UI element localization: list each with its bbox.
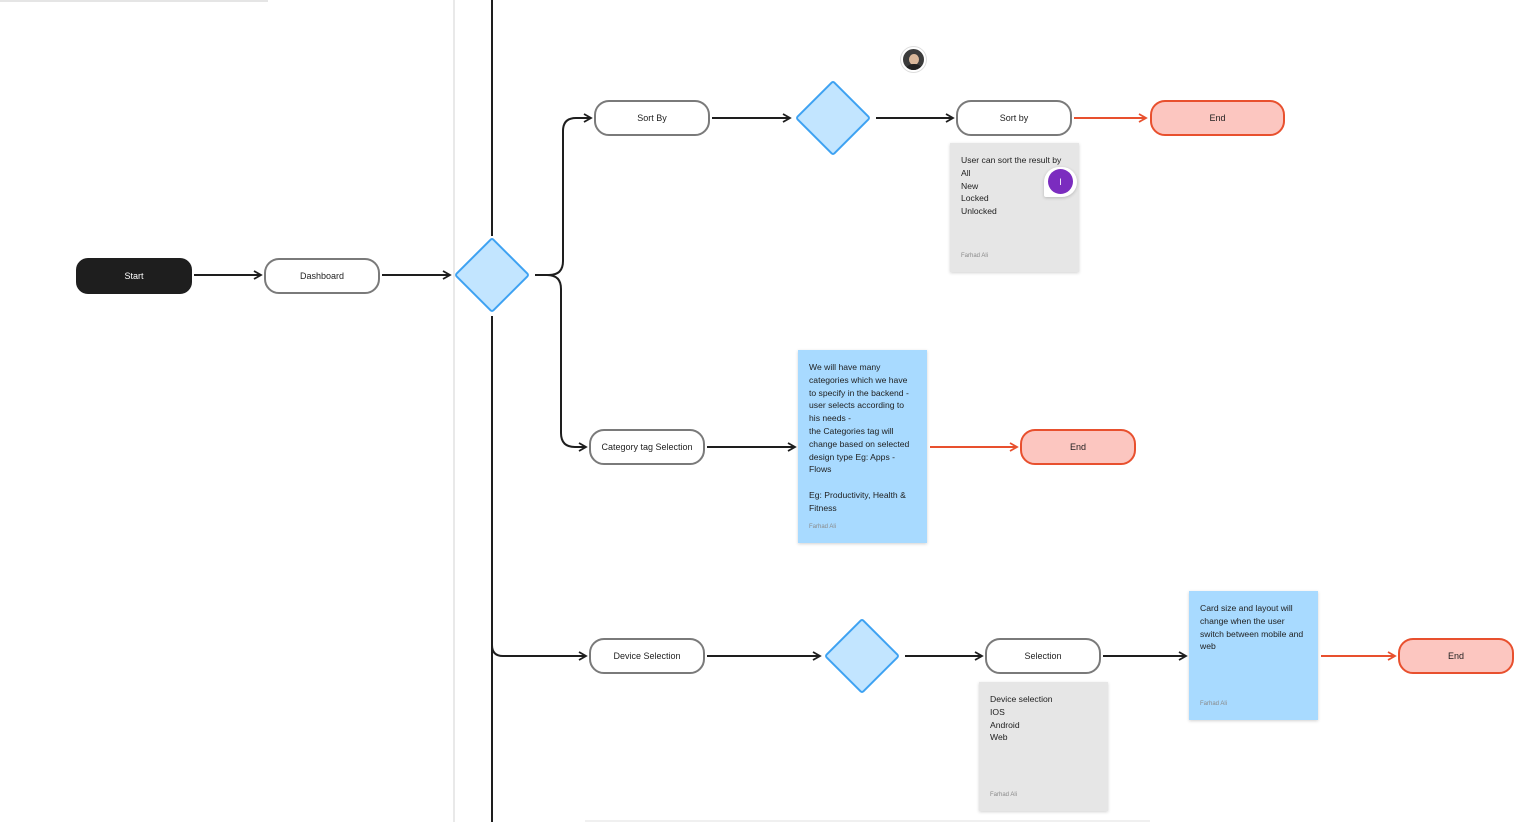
sort-by-node[interactable]: Sort By [594, 100, 710, 136]
sort-by-result-node[interactable]: Sort by [956, 100, 1072, 136]
connector-decision-category [535, 274, 588, 452]
connector-decision-sortby [535, 113, 593, 276]
sort-note-author: Farhad Ali [961, 253, 989, 260]
toolbar-edge [0, 0, 268, 2]
collaborator-cursor[interactable]: I [1044, 167, 1077, 197]
avatar-face-icon [909, 54, 919, 65]
vertical-trunk-bottom [491, 316, 588, 661]
start-node[interactable]: Start [76, 258, 192, 294]
category-end-node[interactable]: End [1020, 429, 1136, 465]
layout-note-author: Farhad Ali [1200, 701, 1228, 708]
sort-note-text: User can sort the result by All New Lock… [961, 155, 1062, 217]
device-node[interactable]: Device Selection [589, 638, 705, 674]
device-note-text: Device selection IOS Android Web [990, 694, 1053, 743]
collaborator-avatar-photo[interactable] [901, 47, 926, 72]
avatar-shirt-icon [905, 64, 923, 70]
layout-note-text: Card size and layout will change when th… [1200, 603, 1304, 652]
collaborator-avatar-initial: I [1048, 169, 1073, 194]
device-note[interactable]: Device selection IOS Android Web Farhad … [979, 682, 1108, 811]
device-end-node[interactable]: End [1398, 638, 1514, 674]
category-node[interactable]: Category tag Selection [589, 429, 705, 465]
sort-end-node[interactable]: End [1150, 100, 1285, 136]
layout-note[interactable]: Card size and layout will change when th… [1189, 591, 1318, 720]
device-note-author: Farhad Ali [990, 792, 1018, 799]
category-note-text: We will have many categories which we ha… [809, 362, 910, 513]
category-note-author: Farhad Ali [809, 524, 837, 531]
category-note[interactable]: We will have many categories which we ha… [798, 350, 927, 543]
sort-note[interactable]: User can sort the result by All New Lock… [950, 143, 1079, 272]
selection-node[interactable]: Selection [985, 638, 1101, 674]
dashboard-node[interactable]: Dashboard [264, 258, 380, 294]
